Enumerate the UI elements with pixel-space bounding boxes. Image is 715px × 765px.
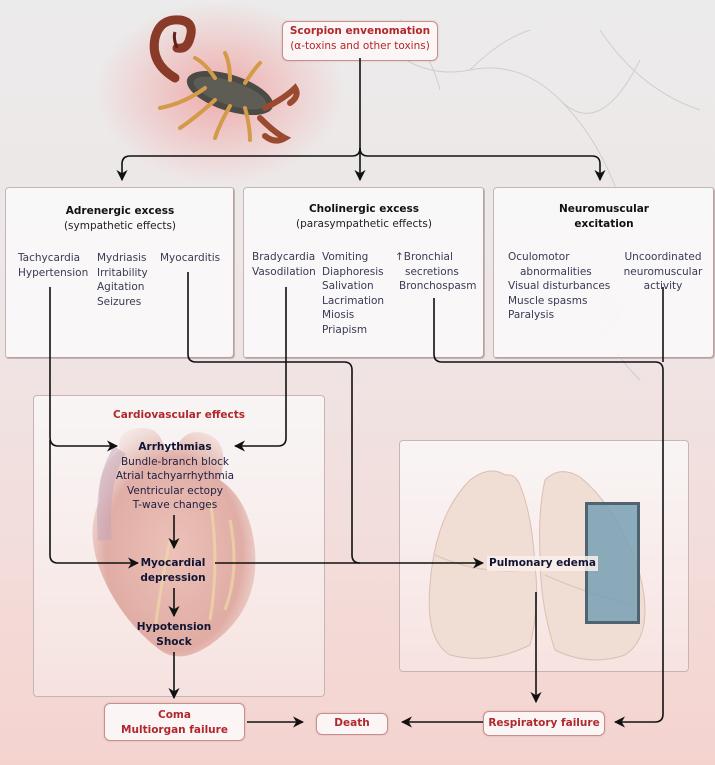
symptom-neuromuscular: neuromuscular — [623, 265, 703, 278]
adrenergic-col3: Myocarditis — [160, 251, 220, 266]
cholinergic-subtitle: (parasympathetic effects) — [296, 218, 432, 230]
symptom-visual-disturbances: Visual disturbances — [508, 280, 611, 292]
cholinergic-col1: Bradycardia Vasodilation — [252, 250, 316, 279]
respiratory-failure-box: Respiratory failure — [483, 711, 605, 736]
adrenergic-subtitle: (sympathetic effects) — [63, 220, 177, 232]
coma-box: Coma Multiorgan failure — [104, 703, 245, 741]
arrhythmia-item: Ventricular ectopy — [127, 484, 223, 497]
symptom-diaphoresis: Diaphoresis — [322, 265, 384, 278]
neuromuscular-title-1: Neuromuscular — [558, 203, 649, 215]
respiratory-failure-label: Respiratory failure — [488, 717, 600, 729]
adrenergic-col2: Mydriasis Irritability Agitation Seizure… — [97, 251, 148, 309]
symptom-priapism: Priapism — [322, 323, 368, 336]
symptom-mydriasis: Mydriasis — [97, 252, 147, 264]
arrhythmia-item: Bundle-branch block — [120, 455, 230, 468]
death-label: Death — [334, 717, 370, 729]
myocardial-line2: depression — [140, 571, 206, 584]
cholinergic-title: Cholinergic excess — [308, 203, 420, 215]
pulmonary-edema: Pulmonary edema — [487, 556, 598, 571]
arrhythmias-group: Arrhythmias Bundle-branch block Atrial t… — [105, 440, 245, 513]
symptom-lacrimation: Lacrimation — [322, 294, 385, 307]
neuromuscular-panel: Neuromuscular excitation Oculomotor abno… — [493, 187, 715, 359]
cholinergic-col3: ↑Bronchial secretions Bronchospasm — [395, 250, 477, 294]
symptom-myocarditis: Myocarditis — [160, 252, 221, 264]
neuromuscular-title-2: excitation — [574, 218, 634, 230]
source-subtitle: (α-toxins and other toxins) — [290, 40, 430, 52]
symptom-activity: activity — [643, 280, 683, 292]
symptom-tachycardia: Tachycardia — [18, 252, 81, 264]
cholinergic-panel: Cholinergic excess (parasympathetic effe… — [243, 187, 485, 359]
symptom-uncoordinated: Uncoordinated — [624, 251, 702, 263]
neuromuscular-col2: Uncoordinated neuromuscular activity — [622, 250, 704, 294]
myocardial-line1: Myocardial — [140, 557, 206, 569]
adrenergic-panel: Adrenergic excess (sympathetic effects) … — [5, 187, 235, 359]
symptom-hypertension: Hypertension — [18, 266, 89, 279]
symptom-bronchospasm: Bronchospasm — [399, 280, 477, 292]
symptom-agitation: Agitation — [97, 281, 145, 293]
arrhythmia-item: Atrial tachyarrhythmia — [115, 470, 235, 482]
cholinergic-col2: Vomiting Diaphoresis Salivation Lacrimat… — [322, 250, 384, 337]
neuromuscular-col1: Oculomotor abnormalities Visual disturba… — [508, 250, 610, 323]
symptom-oculomotor: Oculomotor — [508, 251, 570, 263]
arrhythmia-item: T-wave changes — [132, 499, 218, 511]
symptom-bradycardia: Bradycardia — [252, 251, 316, 263]
cardiovascular-title: Cardiovascular effects — [113, 409, 245, 421]
symptom-irritability: Irritability — [97, 266, 148, 279]
symptom-paralysis: Paralysis — [508, 309, 555, 321]
symptom-muscle-spasms: Muscle spasms — [508, 294, 588, 307]
source-title: Scorpion envenomation — [289, 25, 431, 37]
symptom-salivation: Salivation — [322, 280, 374, 292]
pulmonary-edema-label: Pulmonary edema — [489, 557, 596, 569]
arrhythmias-title: Arrhythmias — [138, 441, 212, 453]
hypotension-line1: Hypotension — [136, 621, 212, 633]
symptom-abnormalities: abnormalities — [520, 265, 592, 278]
symptom-secretions: secretions — [405, 265, 459, 278]
symptom-miosis: Miosis — [322, 309, 355, 321]
symptom-vasodilation: Vasodilation — [252, 265, 316, 278]
coma-label: Coma — [158, 709, 191, 721]
death-box: Death — [316, 713, 388, 735]
hypotension-shock: Hypotension Shock — [128, 620, 220, 649]
source-box: Scorpion envenomation (α-toxins and othe… — [282, 21, 438, 61]
symptom-vomiting: Vomiting — [322, 251, 369, 263]
shock-line2: Shock — [156, 635, 192, 648]
symptom-seizures: Seizures — [97, 295, 142, 308]
multiorgan-label: Multiorgan failure — [121, 724, 228, 736]
myocardial-depression: Myocardial depression — [133, 556, 213, 585]
symptom-bronchial: ↑Bronchial — [395, 251, 453, 263]
adrenergic-title: Adrenergic excess — [65, 205, 175, 217]
adrenergic-col1: Tachycardia Hypertension — [18, 251, 88, 280]
scorpion-icon — [149, 15, 300, 144]
